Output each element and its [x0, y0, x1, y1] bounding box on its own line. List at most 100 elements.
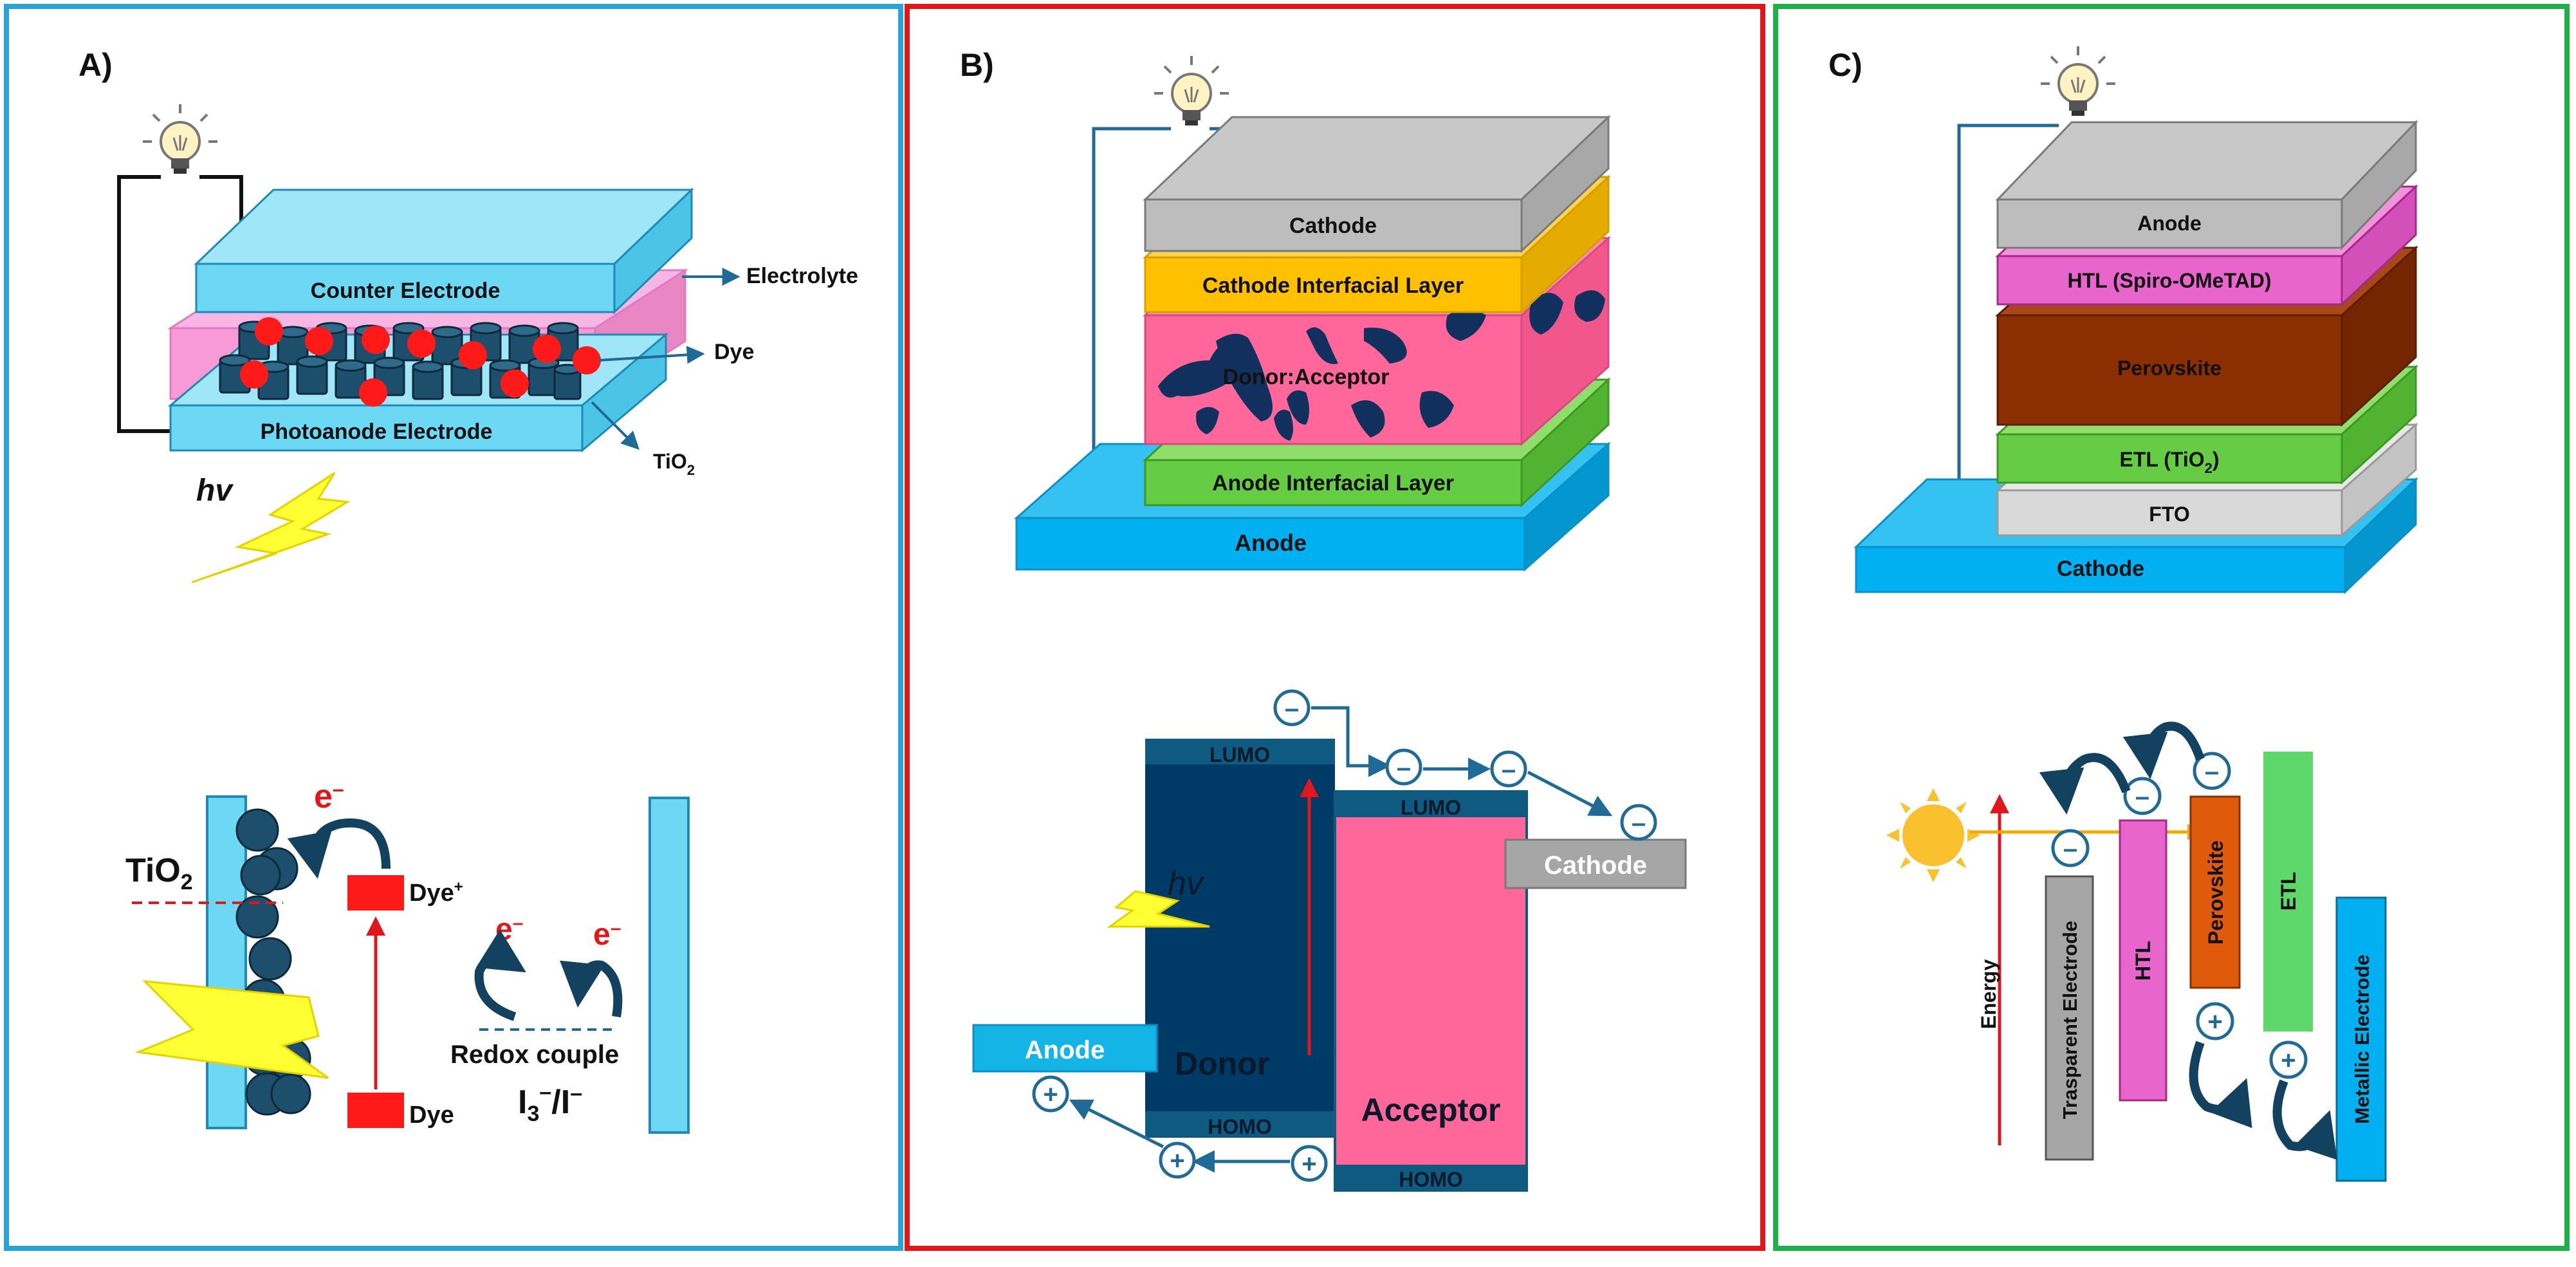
dye-plus-sup: +: [454, 878, 463, 896]
iodide-label: I3–/I–: [518, 1080, 582, 1126]
anode-interfacial-label: Anode Interfacial Layer: [1212, 471, 1454, 495]
dye-plus-label: Dye+: [409, 878, 463, 907]
lightning-icon: [191, 472, 351, 584]
cathode-top-label: Cathode: [1289, 214, 1377, 238]
electron-icon: [2193, 752, 2231, 790]
circuit-wire-left: [117, 175, 174, 433]
hv-label-b: hv: [1168, 865, 1205, 902]
etl-band-label: ETL: [2277, 872, 2300, 911]
electron-right-symbol: e: [593, 918, 611, 952]
panel-b: B) Anode Anode Interfacial Layer: [960, 47, 1687, 1192]
curved-arrow-icon: [2122, 721, 2205, 779]
htl-band-label: HTL: [2131, 941, 2155, 981]
electron-top-symbol: e: [314, 778, 333, 815]
electron-left-symbol: e: [495, 912, 513, 947]
anode-top-layer: Anode: [1995, 120, 2418, 250]
panel-a-frame: [4, 4, 903, 1251]
donor-lumo-label: LUMO: [1210, 743, 1270, 766]
electron-left-charge: –: [513, 912, 524, 934]
panel-c-letter: C): [1828, 47, 1863, 83]
donor-lumo-strip: [1145, 739, 1335, 764]
redox-couple-label: Redox couple: [450, 1040, 619, 1069]
circuit-wire-left: [1092, 127, 1171, 470]
photoanode-label: Photoanode Electrode: [261, 420, 493, 444]
electron-path: – – – –: [1273, 689, 1657, 841]
anode-base-label: Anode: [1235, 530, 1307, 556]
acceptor-band-block: [1334, 790, 1528, 1192]
etl-band-bar: [2263, 752, 2313, 1031]
electron-icon: [1385, 748, 1422, 786]
electron-sign: –: [1397, 754, 1411, 782]
perovskite-band-bar: [2189, 795, 2241, 989]
hole-sign: +: [1170, 1147, 1184, 1175]
etl-tio2-main: ETL (TiO: [2119, 448, 2204, 471]
acceptor-homo-strip: [1335, 1165, 1527, 1190]
dye-plus-main: Dye: [409, 880, 454, 907]
acceptor-homo-label: HOMO: [1399, 1168, 1463, 1191]
iodide-rest: /I: [551, 1084, 570, 1121]
dye-label: Dye: [714, 340, 754, 364]
tio2-band-sub: 2: [181, 870, 193, 894]
hole-path-c: + +: [2189, 1002, 2337, 1160]
dye-ground-level: [347, 1093, 404, 1128]
electron-icon: [2051, 829, 2090, 867]
electron-sign: –: [2205, 757, 2219, 786]
perovskite-band-label: Perovskite: [2204, 840, 2227, 945]
electron-icon: [1273, 689, 1311, 726]
lightning-icon: [1107, 890, 1210, 928]
tio2-band-bar: [206, 795, 247, 1129]
donor-label: Donor: [1175, 1046, 1269, 1082]
perovskite-layer-label: Perovskite: [2117, 356, 2222, 380]
panel-b-frame: [905, 4, 1765, 1251]
etl-tio2-end: ): [2213, 448, 2220, 471]
counter-electrode-band-bar: [649, 797, 690, 1134]
electron-sign: –: [1285, 694, 1299, 723]
light-bulb-icon: [1153, 55, 1230, 127]
hole-icon: [1291, 1145, 1328, 1182]
panel-b-letter: B): [960, 47, 994, 83]
hv-label-a: hv: [196, 474, 234, 508]
anode-contact-box: [972, 1024, 1158, 1073]
circuit-wire-left: [1957, 124, 2059, 534]
electron-top-charge: –: [333, 777, 344, 800]
dye-pointer: [598, 346, 705, 364]
anode-top-label: Anode: [2137, 212, 2202, 235]
counter-electrode-label: Counter Electrode: [311, 279, 501, 303]
donor-homo-strip: [1145, 1111, 1335, 1137]
hole-sign: +: [2281, 1046, 2295, 1075]
donor-homo-label: HOMO: [1208, 1115, 1272, 1138]
donor-band-block: [1145, 739, 1335, 1138]
electron-icon: [1490, 750, 1527, 788]
panel-c: C) Cathode FTO ETL (TiO2): [1828, 45, 2418, 1182]
etl-tio2-label: ETL (TiO2): [2119, 448, 2219, 476]
electron-sign: –: [1502, 755, 1516, 784]
light-bulb-icon: [142, 103, 219, 175]
sun-icon: [1886, 788, 1980, 882]
donor-acceptor-label: Donor:Acceptor: [1223, 365, 1390, 389]
hole-icon: [2196, 1002, 2234, 1040]
iodide-sub: 3: [527, 1102, 539, 1126]
htl-spiro-label: HTL (Spiro-OMeTAD): [2068, 269, 2272, 292]
electron-label-left: e–: [495, 912, 523, 947]
curved-arrow-icon: [474, 929, 526, 1021]
hole-icon: [2269, 1040, 2308, 1079]
hole-sign: +: [2207, 1008, 2222, 1036]
curved-arrow-icon: [2039, 753, 2131, 815]
circuit-wire-right: [199, 175, 243, 238]
fto-label: FTO: [2149, 503, 2189, 526]
electron-path-c: – – –: [2039, 721, 2231, 867]
electron-icon: [1620, 804, 1657, 841]
donor-acceptor-domains: [1158, 290, 1605, 441]
metallic-electrode-label: Metallic Electrode: [2351, 954, 2373, 1124]
htl-band-bar: [2119, 819, 2167, 1102]
metallic-electrode-bar: [2335, 896, 2387, 1182]
cathode-contact-label: Cathode: [1544, 851, 1647, 880]
tio2-label: TiO2: [653, 450, 695, 478]
curved-arrow-icon: [2272, 1079, 2337, 1160]
transparent-electrode-label: Trasparent Electrode: [2059, 921, 2081, 1119]
tio2-band-main: TiO: [125, 852, 181, 889]
counter-electrode: Counter Electrode: [194, 187, 694, 315]
cathode-top-layer: Cathode: [1143, 115, 1611, 254]
dye-ground-label: Dye: [409, 1102, 454, 1129]
